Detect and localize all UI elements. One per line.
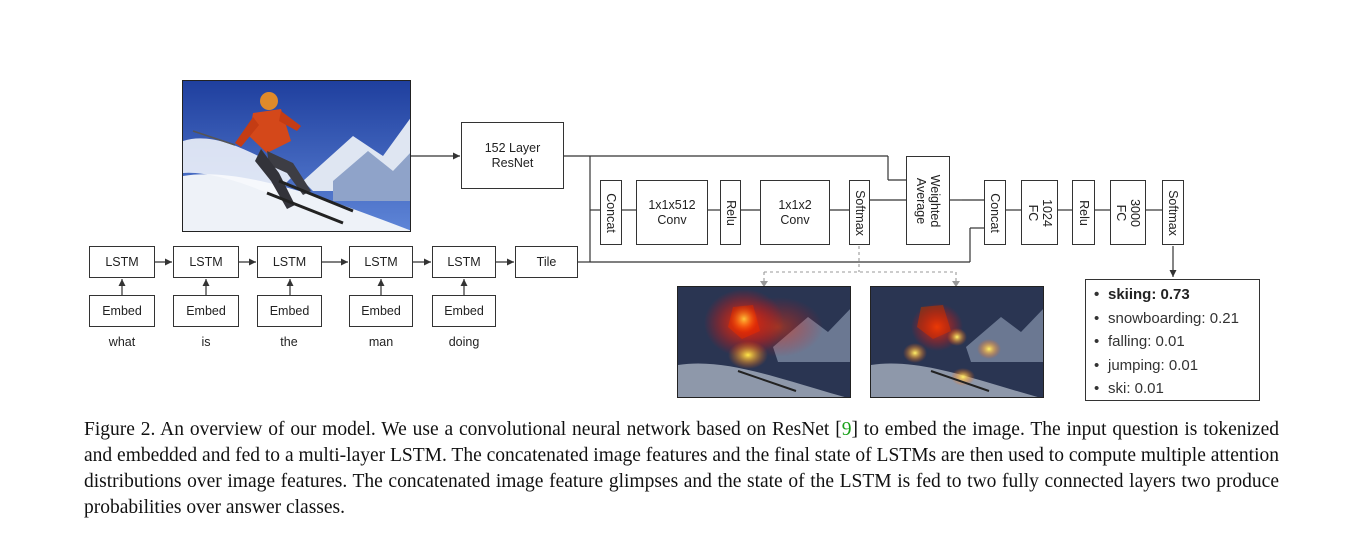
attention-softmax-block: Softmax	[849, 180, 870, 245]
attention-relu-block: Relu	[720, 180, 741, 245]
answer-item: ski: 0.01	[1094, 377, 1259, 401]
resnet-label: 152 Layer ResNet	[484, 140, 541, 170]
fc-3000-block: 3000 FC	[1110, 180, 1146, 245]
citation-link[interactable]: 9	[841, 419, 852, 440]
tile-label: Tile	[536, 254, 557, 269]
fc-1024-block: 1024 FC	[1021, 180, 1058, 245]
embed-block-4: Embed	[349, 295, 413, 327]
skier-photo-illustration	[183, 81, 410, 231]
caption-text-end: ] to embed the image. The input question…	[84, 419, 1279, 518]
conv-2-block: 1x1x2 Conv	[760, 180, 830, 245]
classifier-concat-block: Concat	[984, 180, 1006, 245]
embed-label: Embed	[102, 303, 142, 318]
question-word: what	[108, 335, 136, 349]
attention-relu-label: Relu	[723, 199, 738, 226]
lstm-label: LSTM	[447, 254, 481, 269]
embed-label: Embed	[269, 303, 310, 318]
classifier-softmax-label: Softmax	[1166, 189, 1180, 236]
lstm-cell-2: LSTM	[173, 246, 239, 278]
attention-heatmap-illustration	[871, 287, 1043, 397]
lstm-cell-1: LSTM	[89, 246, 155, 278]
lstm-cell-5: LSTM	[432, 246, 496, 278]
embed-block-5: Embed	[432, 295, 496, 327]
tile-block: Tile	[515, 246, 578, 278]
lstm-label: LSTM	[364, 254, 398, 269]
embed-label: Embed	[361, 303, 401, 318]
attention-concat-block: Concat	[600, 180, 622, 245]
answer-list: skiing: 0.73 snowboarding: 0.21 falling:…	[1094, 283, 1259, 401]
attention-map-1	[677, 286, 851, 398]
question-word: doing	[448, 335, 480, 349]
attention-softmax-label: Softmax	[852, 189, 867, 236]
answer-probabilities: skiing: 0.73 snowboarding: 0.21 falling:…	[1085, 279, 1260, 401]
resnet-block: 152 Layer ResNet	[461, 122, 564, 189]
conv-2-label: 1x1x2 Conv	[778, 197, 812, 227]
figure-caption: Figure 2. An overview of our model. We u…	[84, 417, 1279, 521]
lstm-cell-3: LSTM	[257, 246, 322, 278]
embed-block-3: Embed	[257, 295, 322, 327]
attention-concat-label: Concat	[604, 192, 618, 233]
question-word: is	[201, 335, 211, 349]
weighted-average-label: Weighted Average	[914, 174, 942, 227]
embed-label: Embed	[444, 303, 484, 318]
fc-3000-label: 3000 FC	[1114, 198, 1142, 227]
classifier-softmax-block: Softmax	[1162, 180, 1184, 245]
question-word: man	[368, 335, 394, 349]
lstm-label: LSTM	[105, 254, 139, 269]
attention-heatmap-illustration	[678, 287, 850, 397]
classifier-relu-block: Relu	[1072, 180, 1095, 245]
lstm-label: LSTM	[272, 254, 307, 269]
lstm-cell-4: LSTM	[349, 246, 413, 278]
conv-512-block: 1x1x512 Conv	[636, 180, 708, 245]
embed-block-2: Embed	[173, 295, 239, 327]
classifier-relu-label: Relu	[1076, 199, 1091, 226]
answer-item: skiing: 0.73	[1094, 283, 1259, 307]
classifier-concat-label: Concat	[988, 192, 1002, 233]
lstm-label: LSTM	[189, 254, 223, 269]
embed-block-1: Embed	[89, 295, 155, 327]
embed-label: Embed	[186, 303, 226, 318]
weighted-average-block: Weighted Average	[906, 156, 950, 245]
question-word: the	[280, 335, 298, 349]
model-diagram: 152 Layer ResNet LSTM LSTM LSTM LSTM LST…	[0, 0, 1362, 410]
attention-map-2	[870, 286, 1044, 398]
fc-1024-label: 1024 FC	[1025, 198, 1054, 227]
caption-text-start: Figure 2. An overview of our model. We u…	[84, 419, 842, 440]
input-image	[182, 80, 411, 232]
answer-item: snowboarding: 0.21	[1094, 307, 1259, 331]
conv-512-label: 1x1x512 Conv	[648, 197, 696, 227]
answer-item: jumping: 0.01	[1094, 354, 1259, 378]
answer-item: falling: 0.01	[1094, 330, 1259, 354]
